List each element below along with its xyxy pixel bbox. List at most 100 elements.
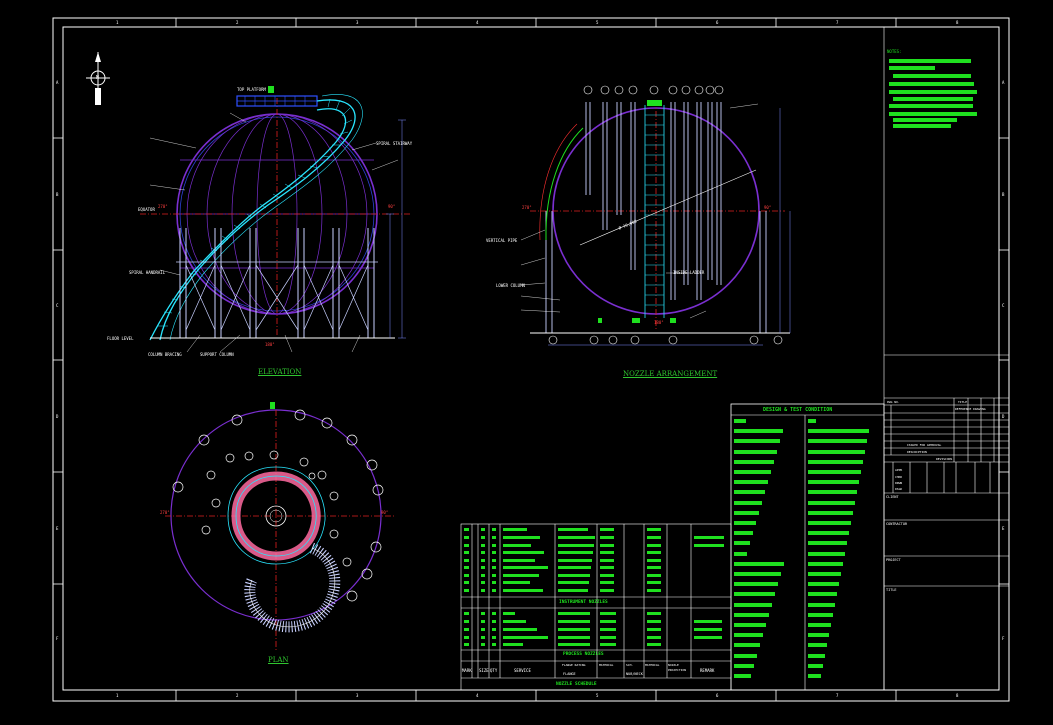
- nozzle-value: [464, 636, 469, 639]
- nozzle-value: [558, 620, 590, 623]
- note-line: [893, 74, 971, 78]
- zone-col-8: 8: [956, 20, 959, 25]
- nozzle-value: [600, 551, 614, 554]
- nozzle-value: [492, 581, 496, 584]
- nozzle-value: [600, 544, 614, 547]
- reference-drawing-label: REFERENCE DRAWING: [955, 407, 986, 411]
- nozzle-value: [464, 628, 469, 631]
- diameter-line: [579, 169, 757, 246]
- nozzle-value: [647, 536, 661, 539]
- support-column-label: SUPPORT COLUMN: [200, 352, 234, 357]
- nozzle-value: [647, 643, 661, 646]
- design-value: [808, 633, 829, 638]
- process-nozzles-title: PROCESS NOZZLES: [563, 652, 604, 657]
- zone-row-d: D: [56, 414, 59, 419]
- nozzle-value: [481, 589, 485, 592]
- design-value: [808, 653, 825, 658]
- col-remark: REMARK: [700, 668, 715, 673]
- nozzle-value: [694, 636, 722, 639]
- zone-col-6: 6: [716, 20, 719, 25]
- title-field-label: TITLE: [886, 588, 897, 592]
- col-flange-rating: FLANGE RATING: [562, 663, 586, 667]
- design-value: [808, 674, 821, 678]
- nozzle-value: [600, 536, 614, 539]
- nozzle-arrangement-title: NOZZLE ARRANGEMENT: [623, 370, 718, 378]
- nozzle-value: [503, 551, 544, 554]
- plan-spiral-stair: [227, 466, 341, 633]
- nozzle-value: [503, 544, 531, 547]
- note-line: [889, 66, 935, 70]
- north-arrow-icon: [86, 52, 110, 105]
- nozzle-value: [464, 536, 469, 539]
- revisions-label: REVISIONS: [936, 457, 953, 461]
- support-columns: [179, 228, 375, 338]
- equator-label: EQUATOR: [138, 207, 155, 212]
- instrument-nozzles-title: INSTRUMENT NOZZLES: [559, 600, 608, 605]
- design-value: [808, 551, 845, 556]
- design-value: [808, 541, 847, 546]
- nozzle-value: [464, 544, 469, 547]
- nozzle-value: [558, 574, 590, 577]
- col-mark: MARK: [462, 668, 472, 673]
- nozzle-value: [464, 581, 469, 584]
- nozzle-value: [481, 612, 485, 615]
- design-value: [734, 674, 751, 678]
- elev-angle-90: 90°: [388, 204, 396, 209]
- nozzle-value: [647, 581, 661, 584]
- nozzle-value: [558, 628, 590, 631]
- zone-col-2: 2: [236, 20, 239, 25]
- design-value: [734, 633, 763, 638]
- design-value: [808, 602, 835, 607]
- north-label: N: [96, 75, 100, 81]
- zone-row-e: E: [56, 526, 59, 531]
- nozzle-value: [503, 574, 539, 577]
- nozzle-value: [481, 581, 485, 584]
- nozzle-value: [558, 528, 588, 531]
- plan-nozzle-bubbles: [172, 409, 384, 602]
- client-label: CLIENT: [886, 495, 899, 499]
- floor-level-label: FLOOR LEVEL: [107, 336, 134, 341]
- design-value: [734, 449, 777, 454]
- design-value: [734, 531, 753, 536]
- design-value: [734, 541, 750, 546]
- dsgd-row: DSGD: [895, 487, 903, 491]
- zone-row-b: B: [56, 192, 59, 197]
- nozzle-value: [464, 574, 469, 577]
- zone-row-f-right: F: [1002, 636, 1005, 641]
- zone-row-e-right: E: [1002, 526, 1005, 531]
- nozzle-value: [558, 559, 592, 562]
- nozzle-value: [492, 528, 496, 531]
- nozzle-value: [647, 636, 661, 639]
- design-value: [808, 623, 831, 627]
- nozzle-value: [600, 559, 614, 562]
- nozzle-value: [600, 528, 614, 531]
- stair-treads: [158, 98, 353, 327]
- nozzle-value: [481, 536, 485, 539]
- nozzle-value: [647, 559, 661, 562]
- nozzle-value: [492, 574, 496, 577]
- design-value: [808, 592, 837, 597]
- design-value: [734, 663, 754, 668]
- zone-col-5: 5: [596, 20, 599, 25]
- design-value: [734, 623, 766, 627]
- nozzle-value: [492, 551, 496, 554]
- nozzle-value: [600, 643, 616, 646]
- nozzle-schedule-table: [460, 523, 732, 691]
- design-value: [808, 572, 841, 576]
- nozzle-value: [503, 620, 526, 623]
- nozzle-value: [503, 559, 535, 562]
- nozzle-arrangement-view: [520, 85, 791, 346]
- nozzle-value: [558, 589, 588, 592]
- nozzle-value: [492, 612, 496, 615]
- nozzle-value: [492, 559, 496, 562]
- nozzle-value: [647, 589, 661, 592]
- design-value: [808, 582, 839, 587]
- nozzle-value: [600, 581, 614, 584]
- design-value: [808, 470, 861, 474]
- nozzle-value: [647, 551, 661, 554]
- design-value: [808, 449, 865, 454]
- vertical-pipes: [585, 102, 722, 300]
- nozzle-value: [503, 528, 527, 531]
- title-label: TITLE: [958, 400, 968, 404]
- design-value: [734, 551, 747, 556]
